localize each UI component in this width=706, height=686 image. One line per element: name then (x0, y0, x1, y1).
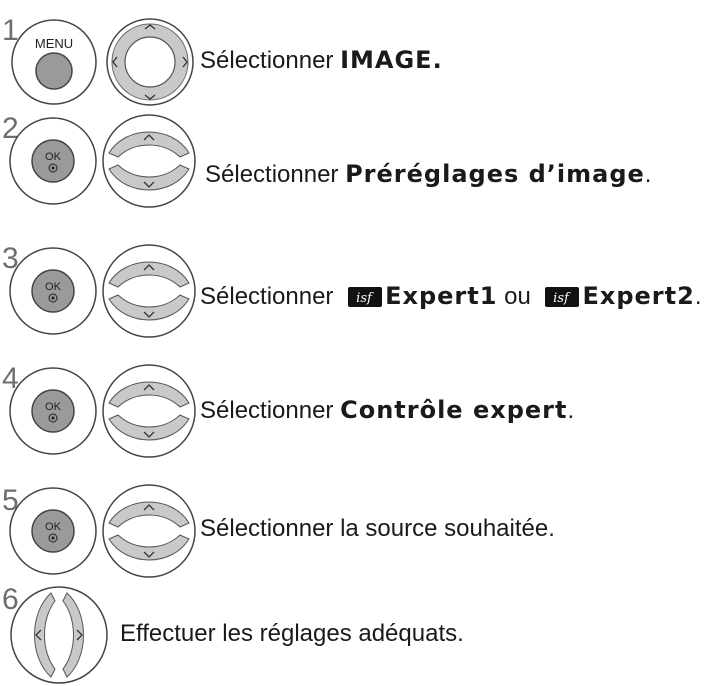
ok-button-label: OK (45, 401, 62, 413)
step-number: 5 (2, 484, 19, 517)
isf-logo-icon: isf (348, 287, 383, 307)
isf-logo-icon: isf (545, 287, 580, 307)
step-6-instruction: Effectuer les réglages adéquats. (120, 620, 464, 647)
arrow-right-icon (182, 56, 188, 68)
step-number: 4 (2, 362, 19, 395)
ok-button[interactable]: OK (8, 366, 98, 456)
step-6: 6 Effectuer les réglages adéquats. (0, 585, 706, 686)
arrow-down-icon (143, 181, 155, 188)
svg-text:isf: isf (554, 291, 572, 306)
svg-text:isf: isf (356, 291, 374, 306)
arrow-up-icon (143, 134, 155, 141)
step-4: 4 OK Sélectionner Contrôle expert. (0, 360, 706, 470)
up-down-buttons[interactable] (101, 243, 197, 339)
ok-button-label: OK (45, 151, 62, 163)
left-right-buttons[interactable] (9, 585, 109, 685)
up-down-buttons[interactable] (101, 363, 197, 459)
arrow-up-icon (144, 24, 156, 30)
arrow-down-icon (143, 431, 155, 438)
arrow-down-icon (143, 311, 155, 318)
step-1: 1 MENU Sélectionner IMAGE. (0, 0, 706, 110)
step-1-instruction: Sélectionner IMAGE. (200, 46, 443, 74)
ok-button[interactable]: OK (8, 246, 98, 336)
ok-button[interactable]: OK (8, 116, 98, 206)
arrow-down-icon (144, 94, 156, 100)
menu-button[interactable]: MENU (10, 18, 98, 106)
arrow-down-icon (143, 551, 155, 558)
step-number: 1 (2, 14, 19, 47)
ok-button[interactable]: OK (8, 486, 98, 576)
step-number: 6 (2, 583, 19, 616)
menu-button-label: MENU (35, 36, 73, 51)
step-number: 3 (2, 242, 19, 275)
arrow-up-icon (143, 504, 155, 511)
step-4-instruction: Sélectionner Contrôle expert. (200, 396, 575, 424)
arrow-left-icon (112, 56, 118, 68)
arrow-up-icon (143, 264, 155, 271)
arrow-right-icon (76, 629, 83, 641)
arrow-up-icon (143, 384, 155, 391)
step-2-instruction: Sélectionner Préréglages d’image. (205, 160, 652, 188)
step-2: 2 OK Sélectionner Préréglages d’image. (0, 110, 706, 220)
ok-button-label: OK (45, 521, 62, 533)
arrow-left-icon (35, 629, 42, 641)
step-5-instruction: Sélectionner la source souhaitée. (200, 515, 555, 542)
step-number: 2 (2, 112, 19, 145)
up-down-buttons[interactable] (101, 483, 197, 579)
ok-button-label: OK (45, 281, 62, 293)
step-5: 5 OK Sélectionner la source souhaitée. (0, 482, 706, 582)
up-down-buttons[interactable] (101, 113, 197, 209)
navigation-pad[interactable] (105, 17, 195, 107)
